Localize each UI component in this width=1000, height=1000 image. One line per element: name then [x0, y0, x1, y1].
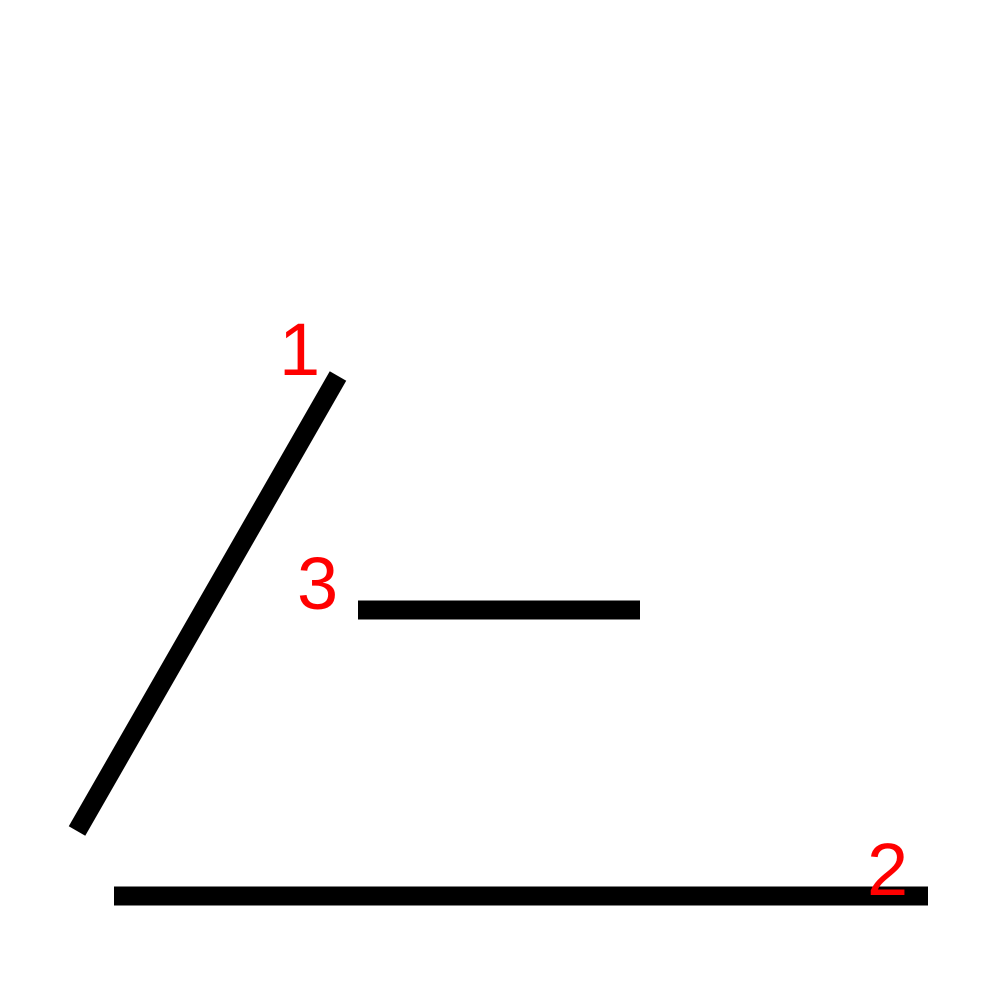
segment-label-1: 1 — [279, 308, 320, 391]
segment-label-2: 2 — [867, 828, 908, 911]
segment-label-3: 3 — [297, 542, 338, 625]
line-segment-1 — [68, 371, 347, 836]
